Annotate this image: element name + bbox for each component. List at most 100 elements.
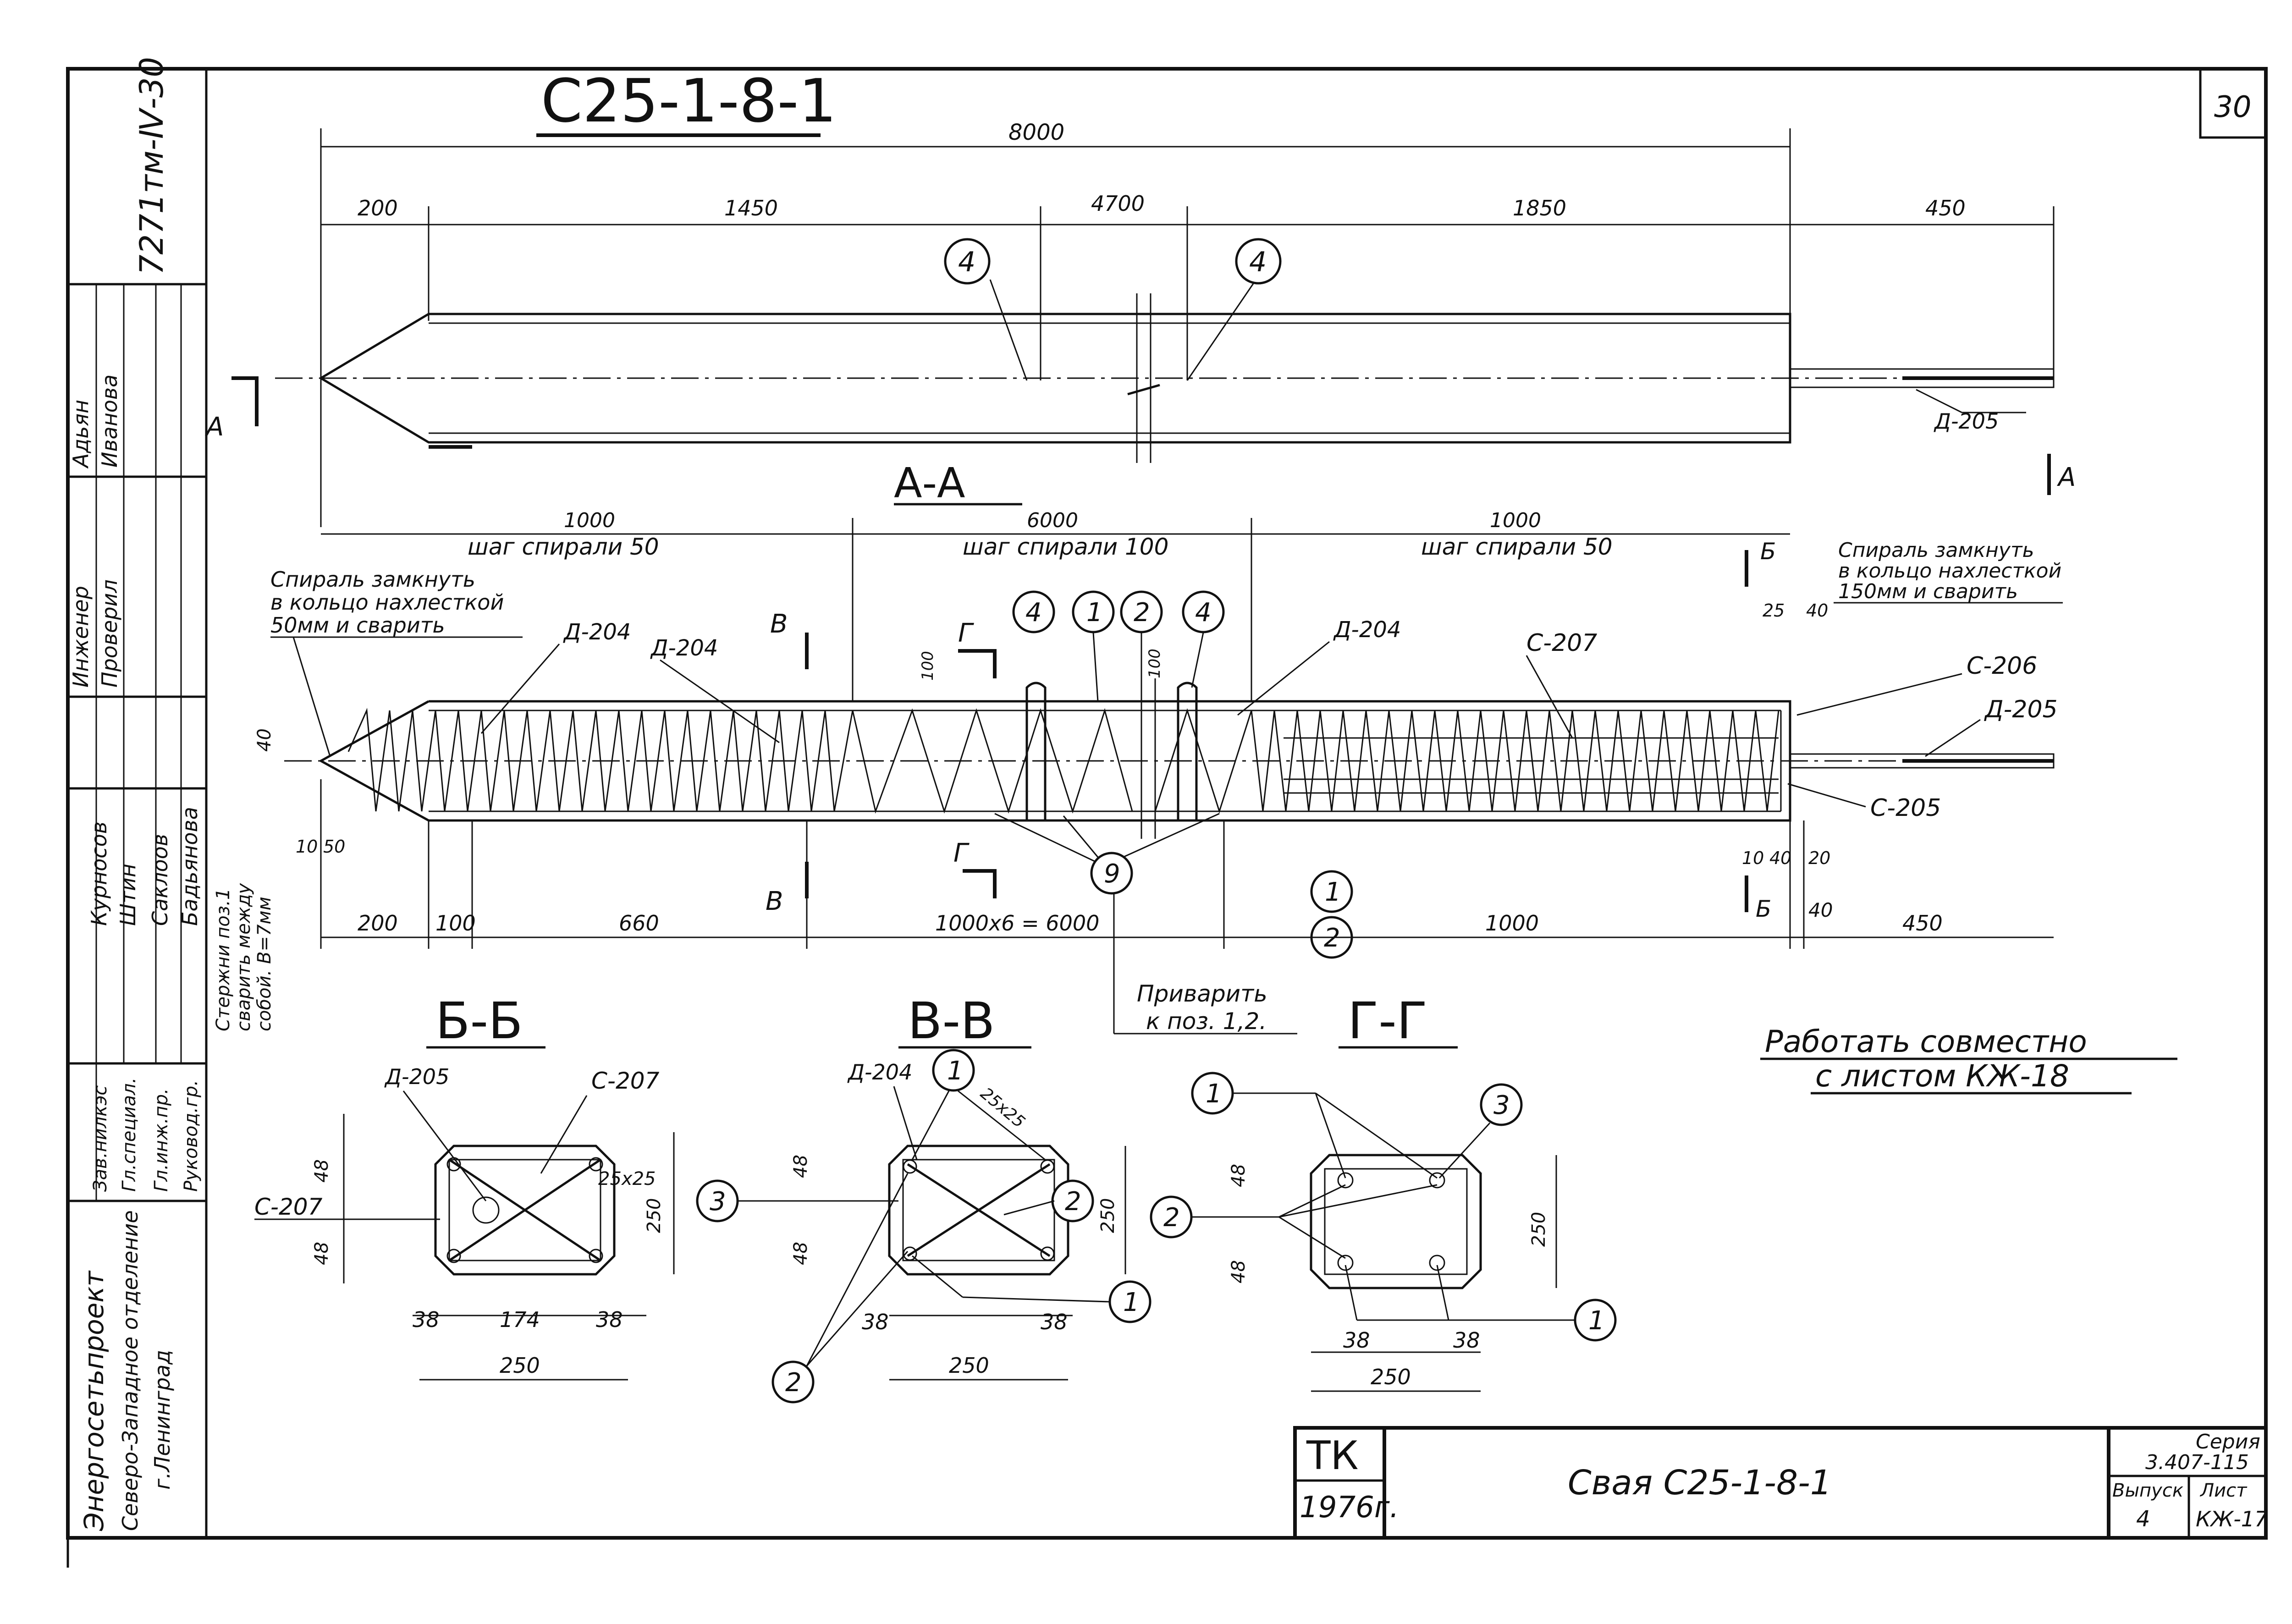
- bb-dim-38-l: 38: [413, 1307, 440, 1332]
- tb-title: Свая С25-1-8-1: [1568, 1463, 1832, 1503]
- gg-dim-250-v: 250: [1528, 1212, 1549, 1247]
- vv-dim-250-h: 250: [949, 1353, 989, 1378]
- side-note-3: собой. В=7мм: [254, 897, 275, 1031]
- dim-top-200: 200: [358, 196, 398, 220]
- callout-4-aa-right: 4: [1195, 598, 1212, 628]
- pile-mark-title: С25-1-8-1: [541, 66, 837, 136]
- weld-note-1: Приварить: [1137, 980, 1267, 1007]
- section-aa-view: 1000 шаг спирали 50 6000 шаг спирали 100…: [254, 509, 2063, 1035]
- spiral-sparse-middle: [852, 708, 1133, 814]
- dim-1000-right: 1000: [1490, 509, 1541, 532]
- step-50-left: шаг спирали 50: [468, 534, 659, 560]
- stamp-role-2: Гл.специал.: [119, 1078, 140, 1192]
- section-v-bottom: В: [766, 886, 783, 916]
- top-label-d205: Д-205: [1934, 409, 1999, 434]
- stamp-code: 7271тм-Ⅳ-30: [133, 57, 171, 275]
- section-bb-title: Б-Б: [435, 991, 523, 1050]
- dim-bot-40: 40: [1808, 899, 1833, 921]
- vv-dim-48-top: 48: [790, 1155, 811, 1178]
- weld-note-2: к поз. 1,2.: [1146, 1008, 1267, 1035]
- section-aa-label: А-А: [894, 459, 965, 507]
- sheet-number: 30: [2214, 90, 2251, 124]
- label-c206: С-206: [1967, 652, 2037, 680]
- section-g-top: Г: [958, 618, 974, 648]
- dim-6000: 6000: [1027, 509, 1078, 532]
- step-100: шаг спирали 100: [963, 534, 1168, 560]
- section-gg-title: Г-Г: [1348, 991, 1427, 1050]
- side-note-2: сварить между: [233, 882, 254, 1031]
- stamp-name-adyan: Адьян: [68, 400, 93, 469]
- tb-sheet: КЖ-17: [2196, 1507, 2268, 1531]
- section-b-bottom: Б: [1756, 896, 1771, 922]
- note-left-3: 50мм и сварить: [270, 613, 445, 638]
- spiral-sparse-middle-2: [1154, 708, 1252, 814]
- gg-dim-250-h: 250: [1371, 1365, 1411, 1389]
- vv-callout-1-top: 1: [947, 1056, 964, 1086]
- stamp-org-3: г.Ленинград: [150, 1350, 175, 1490]
- stamp-role-3: Гл.инж.пр.: [151, 1088, 172, 1192]
- tb-series: 3.407-115: [2145, 1451, 2249, 1474]
- gg-dim-48-bot: 48: [1228, 1260, 1249, 1283]
- vv-dim-48-bot: 48: [790, 1242, 811, 1265]
- note-right-3: 150мм и сварить: [1838, 580, 2018, 603]
- vv-callout-1-bottom: 1: [1123, 1288, 1140, 1317]
- top-view: 8000 200 1450 4700 1850 450 Д-205 4 4: [205, 120, 2076, 527]
- dim-bot-200: 200: [358, 911, 398, 936]
- dim-bot-450: 450: [1902, 911, 1943, 936]
- section-a-left: А: [205, 412, 224, 442]
- vv-dim-38-r: 38: [1041, 1310, 1068, 1334]
- section-b-top: Б: [1760, 538, 1776, 565]
- stamp-org-2: Северо-Западное отделение: [118, 1210, 143, 1531]
- stamp-name-3: Саклоов: [148, 834, 172, 926]
- joint-note-1: Работать совместно: [1765, 1024, 2087, 1059]
- stamp-role-checked: Проверил: [97, 579, 122, 688]
- label-d204-1: Д-204: [563, 619, 631, 645]
- bb-dim-174: 174: [500, 1307, 540, 1332]
- callout-9-aa: 9: [1104, 859, 1120, 889]
- section-bb: Б-Б Д-205 С-207 С-207 25х25 48 48 250 38…: [254, 991, 675, 1381]
- spiral-dense-right: [1251, 710, 1780, 812]
- label-d205-aa: Д-205: [1984, 696, 2058, 723]
- dim-top-4700: 4700: [1091, 191, 1145, 216]
- joint-note-2: с листом КЖ-18: [1815, 1058, 2069, 1094]
- note-left-2: в кольцо нахлесткой: [270, 590, 504, 615]
- tb-series-label: Серия: [2196, 1430, 2260, 1453]
- gg-dim-38-r: 38: [1453, 1328, 1480, 1353]
- tb-issue: 4: [2136, 1506, 2150, 1532]
- sheet-number-box: [2199, 67, 2267, 139]
- section-vv: В-В Д-204 1 25х25 3 2 1 2 48 48 250 38 3…: [696, 991, 1152, 1404]
- stamp-role-1: Зав.нилкэс: [90, 1085, 111, 1192]
- bb-dim-38-r: 38: [596, 1307, 623, 1332]
- section-a-right: А: [2057, 462, 2076, 492]
- step-50-right: шаг спирали 50: [1421, 534, 1613, 560]
- bb-label-c207-left: С-207: [254, 1194, 323, 1220]
- bb-dim-250-h: 250: [500, 1353, 540, 1378]
- tb-sheet-label: Лист: [2199, 1480, 2248, 1501]
- bb-dim-48-bot: 48: [311, 1242, 332, 1265]
- dim-40-right: 40: [1769, 848, 1791, 868]
- vv-label-d204: Д-204: [847, 1060, 912, 1085]
- side-note-1: Стержни поз.1: [213, 888, 234, 1031]
- gg-callout-1-bottom: 1: [1588, 1306, 1605, 1336]
- bb-label-c207-top: С-207: [591, 1068, 660, 1094]
- stamp-name-1: Курносов: [87, 821, 111, 926]
- callout-4-top-right: 4: [1249, 246, 1267, 278]
- dim-bot-1000: 1000: [1485, 911, 1539, 936]
- dim-bot-100: 100: [435, 911, 476, 936]
- dim-50-bottom: 50: [323, 837, 345, 857]
- dim-bot-1000x6: 1000х6 = 6000: [935, 911, 1099, 936]
- gg-callout-2: 2: [1163, 1203, 1180, 1233]
- left-stamp: 7271тм-Ⅳ-30 Инженер Проверил Адьян Ивано…: [68, 57, 275, 1531]
- callout-4-top-left: 4: [958, 246, 975, 278]
- stamp-role-4: Руковод.гр.: [181, 1080, 202, 1192]
- tb-year: 1976г.: [1300, 1491, 1399, 1525]
- dim-8000: 8000: [1008, 120, 1064, 145]
- vv-dim-250-v: 250: [1097, 1198, 1118, 1233]
- callout-2-aa: 2: [1134, 598, 1150, 628]
- section-gg: Г-Г 1 3 2 1 48 48 250 38 38 250: [1150, 991, 1617, 1392]
- vv-dim-25x25: 25х25: [977, 1084, 1029, 1132]
- tb-issue-label: Выпуск: [2112, 1480, 2183, 1501]
- tb-tk: ТК: [1306, 1433, 1359, 1479]
- dim-20-right: 20: [1808, 848, 1830, 868]
